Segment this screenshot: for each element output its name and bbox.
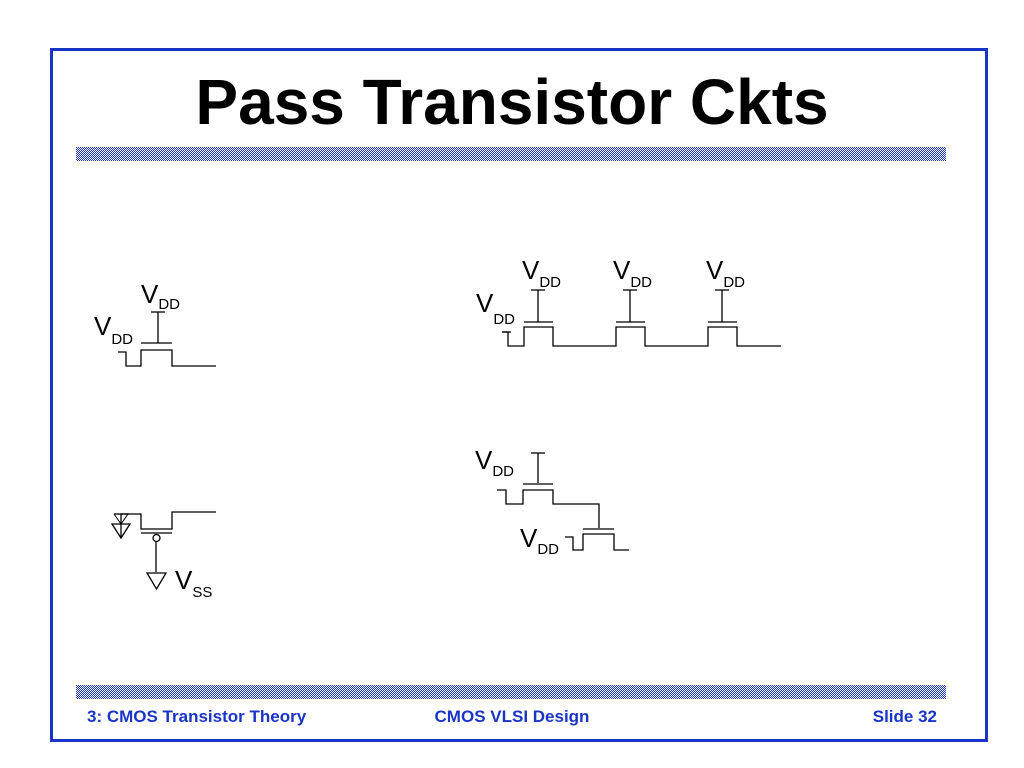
label-vdd-c3-gate2: VDD xyxy=(613,255,652,291)
label-vdd-c1-input: VDD xyxy=(94,311,133,348)
label-vdd-c4-input: VDD xyxy=(475,445,514,480)
circuit-pass-chain xyxy=(502,289,781,347)
footer-course-title: 3: CMOS Transistor Theory xyxy=(87,707,307,726)
label-vdd-c3-gate3: VDD xyxy=(706,255,745,291)
circuit-pass-to-gate xyxy=(497,452,629,551)
bottom-divider xyxy=(76,685,946,699)
slide-title: Pass Transistor Ckts xyxy=(195,66,829,138)
label-vdd-c1-gate: VDD xyxy=(141,279,180,313)
circuit-pmos-vss xyxy=(110,511,216,591)
top-divider xyxy=(76,147,946,161)
circuit-single-nmos xyxy=(118,311,216,367)
label-vdd-c3-input: VDD xyxy=(476,288,515,328)
label-vdd-c4-second: VDD xyxy=(520,523,559,558)
circuit-labels: VDD VDD VSS VDD VDD VDD VDD VDD VDD xyxy=(94,255,745,601)
label-vdd-c3-gate1: VDD xyxy=(522,255,561,291)
label-vss-c2: VSS xyxy=(175,565,212,601)
slide-frame xyxy=(50,48,988,742)
footer-book-title: CMOS VLSI Design xyxy=(434,707,590,726)
footer-slide-number: Slide 32 xyxy=(872,707,937,726)
